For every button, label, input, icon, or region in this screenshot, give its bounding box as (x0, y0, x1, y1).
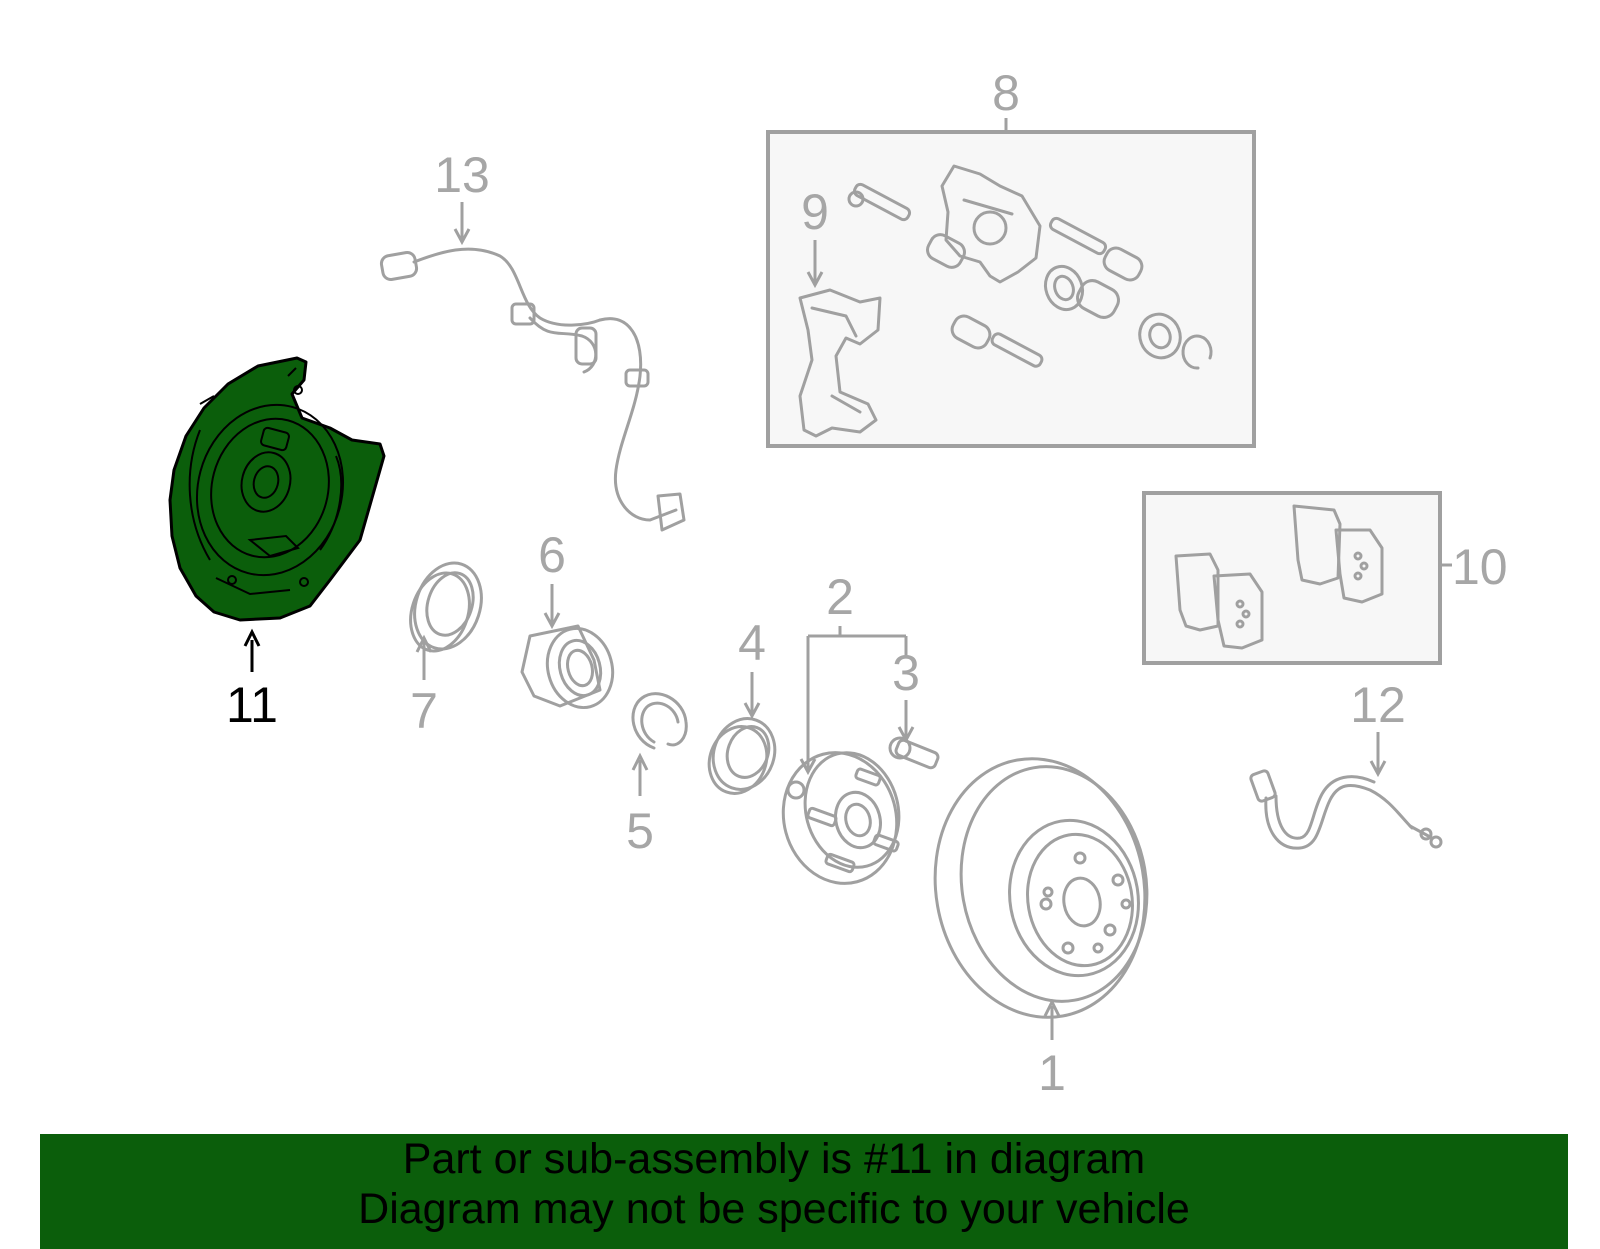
brake-pad-left-1[interactable] (1174, 552, 1220, 632)
boot-ring[interactable] (1181, 334, 1213, 370)
callout-9[interactable]: 9 (801, 184, 829, 240)
piston-seal[interactable] (1040, 261, 1089, 315)
callout-3[interactable]: 3 (892, 645, 920, 701)
callout-13[interactable]: 13 (434, 147, 490, 203)
banner-line-1: Part or sub-assembly is #11 in diagram (402, 1135, 1146, 1183)
hub-bearing[interactable] (520, 621, 621, 715)
caliper-assembly-box (766, 130, 1256, 448)
callout-4[interactable]: 4 (738, 615, 766, 671)
piston[interactable] (1073, 276, 1122, 321)
guide-pin-right[interactable] (1048, 216, 1146, 284)
brake-pads-box (1142, 491, 1442, 665)
brake-backing-plate[interactable] (168, 356, 386, 622)
caliper-housing[interactable] (940, 164, 1042, 284)
snap-ring[interactable] (631, 692, 688, 750)
callout-7[interactable]: 7 (410, 683, 438, 739)
callout-8[interactable]: 8 (992, 65, 1020, 121)
callout-6[interactable]: 6 (538, 527, 566, 583)
brake-pad-left-2[interactable] (1212, 572, 1264, 650)
piston-boot[interactable] (1134, 308, 1187, 363)
caliper-bracket[interactable] (798, 288, 882, 438)
callout-1[interactable]: 1 (1038, 1045, 1066, 1101)
brake-hose[interactable] (1249, 769, 1443, 850)
dust-boot-lower[interactable] (949, 312, 1044, 368)
callout-10[interactable]: 10 (1452, 539, 1508, 595)
brake-pad-right-2[interactable] (1334, 528, 1384, 604)
callout-11[interactable]: 11 (226, 677, 278, 733)
axle-hub[interactable] (769, 740, 912, 896)
abs-sensor[interactable] (379, 247, 686, 532)
dust-boot-upper[interactable] (924, 231, 968, 271)
oil-seal[interactable] (401, 554, 492, 658)
callout-2[interactable]: 2 (826, 569, 854, 625)
hub-bolt[interactable] (888, 736, 940, 770)
info-banner: Part or sub-assembly is #11 in diagram D… (40, 1134, 1568, 1249)
brake-rotor[interactable] (915, 742, 1165, 1034)
brake-pad-right-1[interactable] (1292, 504, 1342, 586)
banner-line-2: Diagram may not be specific to your vehi… (358, 1185, 1190, 1233)
dust-seal[interactable] (700, 710, 784, 802)
guide-pin-bolt-upper[interactable] (847, 182, 912, 222)
callout-5[interactable]: 5 (626, 803, 654, 859)
callout-12[interactable]: 12 (1350, 677, 1406, 733)
